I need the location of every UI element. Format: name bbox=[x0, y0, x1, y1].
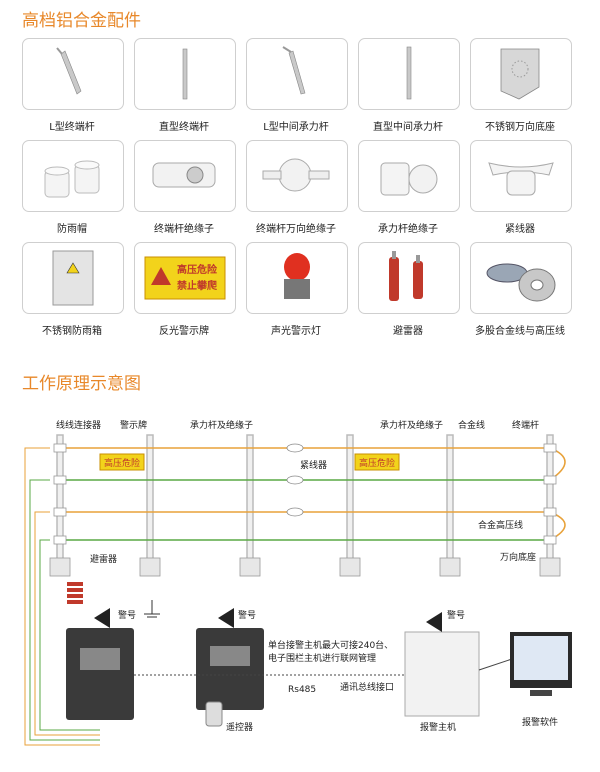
danger-sign-text-2: 高压危险 bbox=[359, 457, 395, 469]
accessory-label: 声光警示灯 bbox=[271, 326, 321, 337]
alarm-light-icon bbox=[284, 253, 310, 299]
working-principle-diagram: 高压危险 高压危险 线线连接器 警示牌 承力杆及绝缘子 承力杆及绝缘子 合金线 … bbox=[24, 419, 572, 746]
label-alloy-hv-wire: 合金高压线 bbox=[478, 519, 523, 531]
accessory-card bbox=[470, 242, 572, 314]
l-shaped-end-rod-icon bbox=[56, 47, 82, 95]
accessory-label: 终端杆万向绝缘子 bbox=[256, 224, 336, 235]
accessory-card bbox=[470, 38, 572, 110]
label-rs485: Rs485 bbox=[288, 685, 316, 695]
accessory-label: 多股合金线与高压线 bbox=[475, 326, 565, 337]
accessory-label: L型中间承力杆 bbox=[263, 122, 329, 133]
accessory-card bbox=[358, 38, 460, 110]
section-title-principle: 工作原理示意图 bbox=[22, 374, 141, 394]
l-shaped-middle-rod-icon bbox=[282, 46, 306, 95]
label-end-rod: 终端杆 bbox=[512, 419, 539, 431]
accessory-card bbox=[134, 140, 236, 212]
label-warning-sign: 警示牌 bbox=[120, 419, 147, 431]
accessory-label: 不锈钢万向底座 bbox=[485, 122, 555, 133]
accessory-card bbox=[470, 140, 572, 212]
label-alloy-wire: 合金线 bbox=[458, 419, 485, 431]
accessory-label: 直型中间承力杆 bbox=[373, 122, 443, 133]
universal-base-icon bbox=[500, 48, 540, 100]
label-software: 报警软件 bbox=[522, 716, 558, 728]
label-network-1: 单台接警主机最大可接240台、 bbox=[268, 639, 393, 651]
horn-icon-3 bbox=[426, 612, 442, 632]
label-horn-3: 警号 bbox=[447, 609, 465, 621]
bearing-insulator-icon bbox=[380, 162, 438, 196]
accessory-label: 紧线器 bbox=[505, 224, 535, 235]
label-remote: 遥控器 bbox=[226, 721, 253, 733]
label-bearing-left: 承力杆及绝缘子 bbox=[190, 419, 253, 431]
label-tensioner: 紧线器 bbox=[300, 459, 327, 471]
ground-symbol bbox=[144, 600, 160, 618]
accessory-card bbox=[358, 140, 460, 212]
danger-sign-2 bbox=[354, 453, 400, 471]
accessory-card bbox=[22, 242, 124, 314]
accessory-label: 直型终端杆 bbox=[159, 122, 209, 133]
label-bearing-right: 承力杆及绝缘子 bbox=[380, 419, 443, 431]
accessory-label: 承力杆绝缘子 bbox=[378, 224, 438, 235]
straight-end-rod-icon bbox=[182, 48, 188, 100]
accessory-card bbox=[134, 38, 236, 110]
wire-reels-icon bbox=[486, 263, 556, 302]
accessory-label: 防雨帽 bbox=[57, 224, 87, 235]
arrester-symbol bbox=[67, 582, 83, 604]
sign-line2: 禁止攀爬 bbox=[176, 279, 218, 292]
rainproof-box-icon bbox=[52, 250, 94, 306]
lightning-arrester-icon bbox=[389, 251, 423, 301]
accessory-card bbox=[246, 38, 348, 110]
remote-icon bbox=[205, 701, 223, 727]
accessory-card: 高压危险禁止攀爬 bbox=[134, 242, 236, 314]
horn-icon-2 bbox=[218, 608, 234, 628]
alarm-host bbox=[404, 631, 480, 717]
accessory-card bbox=[246, 140, 348, 212]
danger-sign-1 bbox=[99, 453, 145, 471]
accessory-card bbox=[22, 140, 124, 212]
accessory-label: 反光警示牌 bbox=[159, 326, 209, 337]
accessory-label: L型终端杆 bbox=[49, 122, 95, 133]
accessory-card bbox=[22, 38, 124, 110]
tensioner-icon bbox=[488, 162, 554, 196]
accessory-label: 终端杆绝缘子 bbox=[154, 224, 214, 235]
rain-cap-icon bbox=[44, 160, 100, 198]
fence-host-1 bbox=[66, 628, 134, 720]
danger-sign-text-1: 高压危险 bbox=[104, 457, 140, 469]
label-horn-1: 警号 bbox=[118, 609, 136, 621]
straight-middle-rod-icon bbox=[406, 46, 412, 100]
accessory-card bbox=[246, 242, 348, 314]
label-universal-base: 万向底座 bbox=[500, 551, 536, 563]
accessory-label: 避雷器 bbox=[393, 326, 423, 337]
accessory-label: 不锈钢防雨箱 bbox=[42, 326, 102, 337]
label-horn-2: 警号 bbox=[238, 609, 256, 621]
label-arrester: 避雷器 bbox=[90, 553, 117, 565]
label-host: 报警主机 bbox=[420, 721, 456, 733]
section-title-accessories: 高档铝合金配件 bbox=[22, 11, 141, 31]
fence-host-2 bbox=[196, 628, 264, 710]
label-bus-interface: 通讯总线接口 bbox=[340, 681, 394, 693]
universal-insulator-icon bbox=[262, 158, 330, 192]
sign-line1: 高压危险 bbox=[177, 263, 218, 276]
end-insulator-icon bbox=[152, 162, 216, 188]
label-network-2: 电子围栏主机进行联网管理 bbox=[268, 652, 376, 664]
accessory-card bbox=[358, 242, 460, 314]
label-wire-connector: 线线连接器 bbox=[56, 419, 101, 431]
horn-icon-1 bbox=[94, 608, 110, 628]
